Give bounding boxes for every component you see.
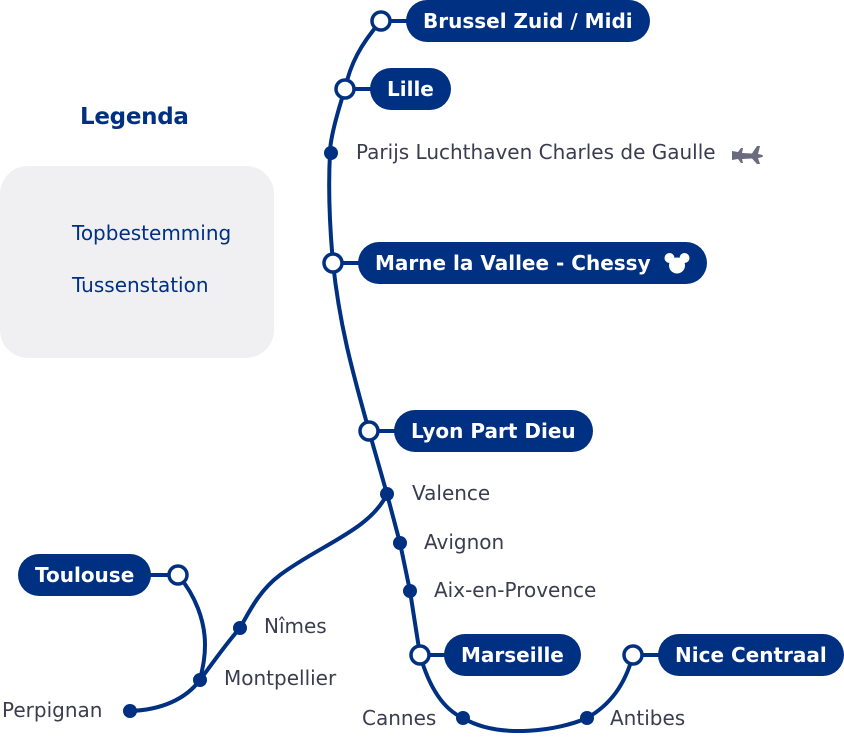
- destination-pill-lyon[interactable]: Lyon Part Dieu: [394, 410, 593, 452]
- mickey-mouse-icon: [664, 253, 690, 274]
- station-label-avignon[interactable]: Avignon: [424, 530, 505, 554]
- airplane-icon: [731, 146, 763, 164]
- station-dot-cdg[interactable]: [324, 146, 338, 160]
- destination-name: Lille: [387, 77, 434, 101]
- station-marker-lille[interactable]: [334, 78, 356, 100]
- destination-name: Toulouse: [35, 563, 135, 587]
- legend-title: Legenda: [80, 104, 189, 130]
- station-label-aix[interactable]: Aix-en-Provence: [434, 578, 597, 602]
- destination-pill-brussel[interactable]: Brussel Zuid / Midi: [406, 0, 650, 42]
- destination-name: Marne la Vallee - Chessy: [375, 251, 651, 275]
- destination-name: Brussel Zuid / Midi: [423, 9, 633, 33]
- route-line-toulouse: [176, 573, 208, 681]
- legend-box: [0, 166, 274, 358]
- station-dot-antibes[interactable]: [580, 711, 594, 725]
- station-marker-brussel[interactable]: [370, 10, 392, 32]
- station-dot-cannes[interactable]: [456, 711, 470, 725]
- station-marker-toulouse[interactable]: [167, 564, 189, 586]
- station-label-nimes[interactable]: Nîmes: [264, 614, 327, 638]
- station-label-cdg[interactable]: Parijs Luchthaven Charles de Gaulle: [356, 140, 764, 164]
- destination-pill-marne[interactable]: Marne la Vallee - Chessy: [358, 242, 707, 284]
- station-name: Parijs Luchthaven Charles de Gaulle: [356, 140, 716, 164]
- destination-pill-marseille[interactable]: Marseille: [444, 634, 581, 676]
- station-label-perpignan[interactable]: Perpignan: [2, 698, 103, 722]
- station-dot-perpignan[interactable]: [123, 704, 137, 718]
- destination-name: Nice Centraal: [675, 643, 827, 667]
- station-marker-marne[interactable]: [322, 252, 344, 274]
- legend-label-top-destination: Topbestemming: [72, 221, 232, 245]
- station-label-cannes[interactable]: Cannes: [362, 706, 437, 730]
- station-dot-aix[interactable]: [403, 584, 417, 598]
- station-dot-montpellier[interactable]: [193, 673, 207, 687]
- station-dot-nimes[interactable]: [233, 621, 247, 635]
- destination-name: Lyon Part Dieu: [411, 419, 576, 443]
- station-label-montpellier[interactable]: Montpellier: [224, 666, 337, 690]
- station-label-antibes[interactable]: Antibes: [610, 706, 686, 730]
- legend-label-intermediate: Tussenstation: [72, 273, 209, 297]
- route-line-main: [327, 19, 422, 656]
- destination-name: Marseille: [461, 643, 564, 667]
- destination-pill-toulouse[interactable]: Toulouse: [18, 554, 152, 596]
- route-line-riviera: [418, 654, 635, 734]
- destination-pill-lille[interactable]: Lille: [370, 68, 451, 110]
- station-label-valence[interactable]: Valence: [412, 481, 491, 505]
- destination-pill-nice[interactable]: Nice Centraal: [658, 634, 844, 676]
- station-marker-marseille[interactable]: [409, 644, 431, 666]
- station-dot-valence[interactable]: [380, 487, 394, 501]
- station-marker-nice[interactable]: [622, 644, 644, 666]
- station-marker-lyon[interactable]: [358, 420, 380, 442]
- station-dot-avignon[interactable]: [393, 536, 407, 550]
